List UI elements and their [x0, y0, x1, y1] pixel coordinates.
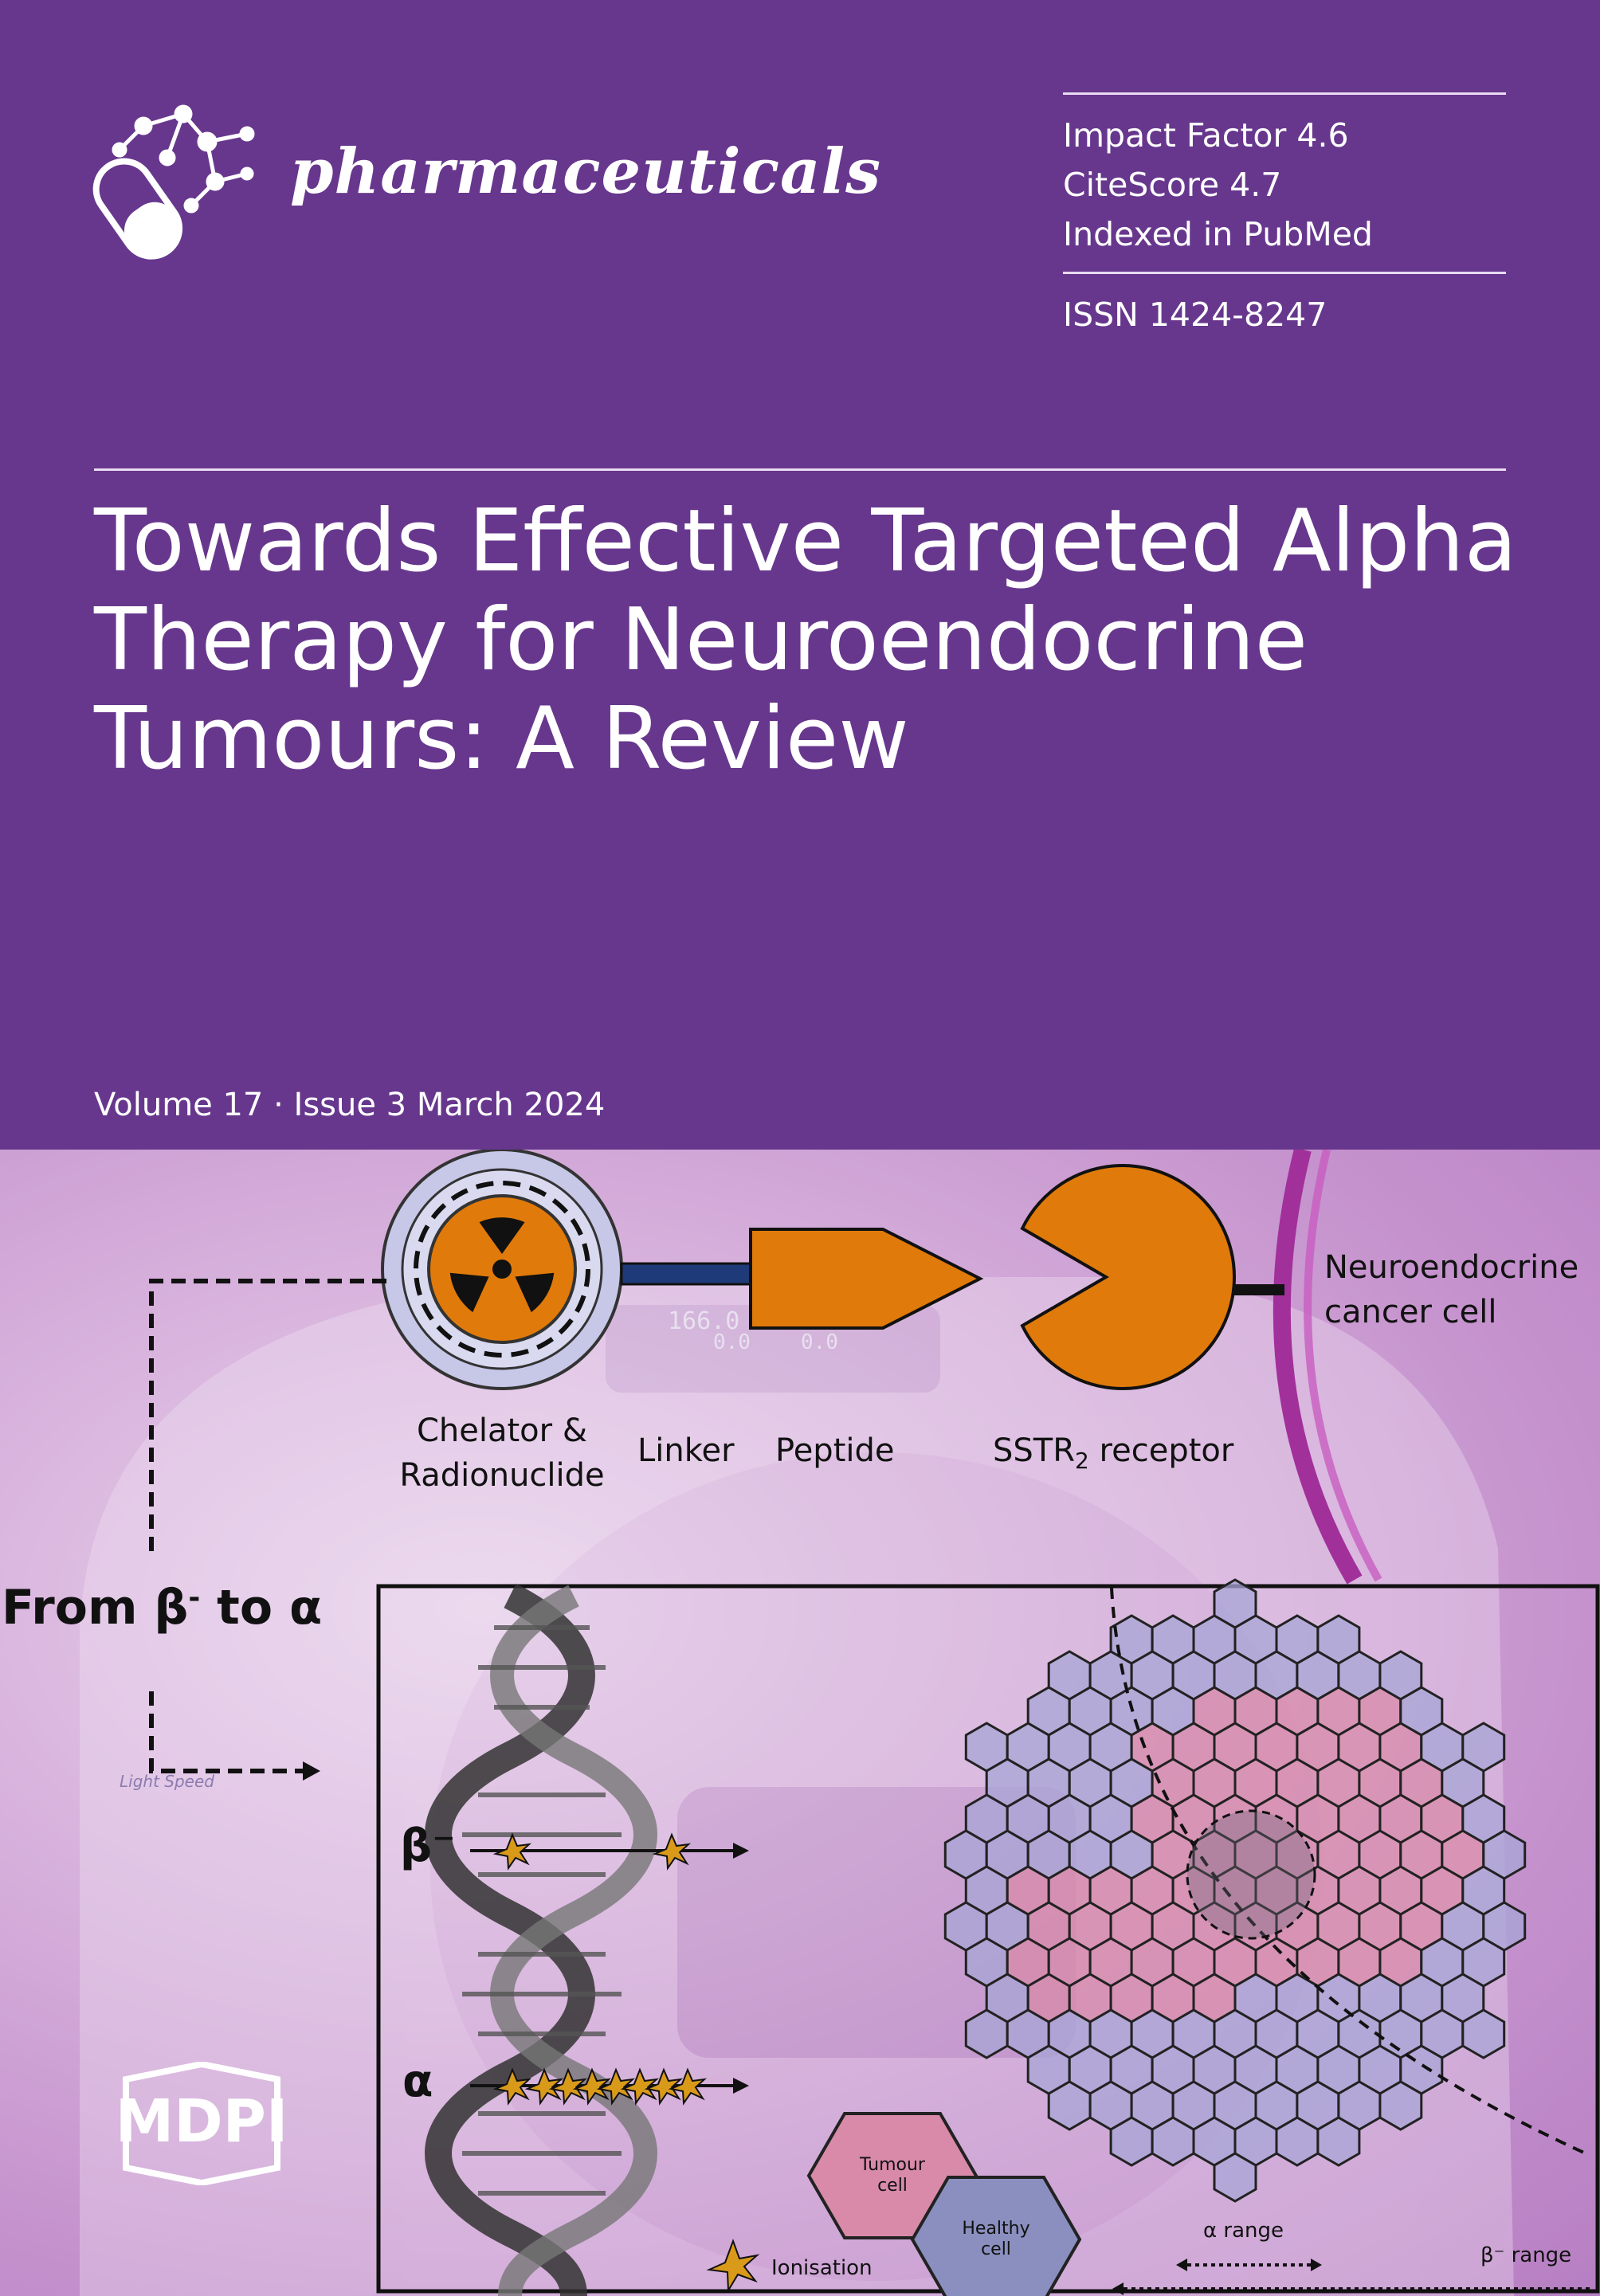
impact-factor: Impact Factor 4.6 — [1063, 116, 1349, 155]
issn: ISSN 1424-8247 — [1063, 296, 1327, 334]
chelator-label: Chelator & Radionuclide — [399, 1412, 605, 1494]
title-line-2: Therapy for Neuroendocrine — [94, 590, 1308, 690]
title-rule — [94, 468, 1506, 471]
healthy-cell-label: Healthy cell — [962, 2219, 1030, 2259]
dashed-connector-bottom — [149, 1691, 303, 1773]
peptide-label: Peptide — [775, 1432, 895, 1469]
hexagon-cell — [1213, 2152, 1257, 2203]
healthy-cell-legend-icon — [910, 2176, 1082, 2296]
scanner-display-2: 0.0 — [713, 1330, 751, 1354]
hexagon-cell — [1275, 2116, 1320, 2167]
beta-ionisation-stars — [492, 1832, 692, 1871]
indexed-in: Indexed in PubMed — [1063, 215, 1373, 253]
linker-label: Linker — [637, 1432, 735, 1469]
title-line-1: Towards Effective Targeted Alpha — [94, 492, 1517, 591]
hexagon-cell — [1109, 2116, 1154, 2167]
metrics-bottom-rule — [1063, 272, 1506, 274]
alpha-range-label: α range — [1203, 2219, 1284, 2243]
beta-label: β⁻ — [400, 1820, 456, 1872]
cancer-cell-label: Neuroendocrine cancer cell — [1324, 1249, 1579, 1330]
alpha-label: α — [402, 2055, 433, 2107]
peptide-shape — [749, 1228, 984, 1330]
hexagon-cell — [1378, 2080, 1423, 2131]
linker-bar — [620, 1262, 752, 1286]
volume-issue: Volume 17 · Issue 3 March 2024 — [94, 1087, 606, 1123]
hexagon-cell — [1047, 2080, 1092, 2131]
cover-header: pharmaceuticals Impact Factor 4.6 CiteSc… — [92, 92, 1576, 1123]
citescore: CiteScore 4.7 — [1063, 166, 1282, 204]
from-beta-to-alpha-label: From β- to α — [2, 1580, 323, 1636]
tumour-cell-label: Tumour cell — [860, 2155, 925, 2196]
hexagon-cell — [1151, 2116, 1195, 2167]
scanner-display-3: 0.0 — [801, 1330, 838, 1354]
alpha-ionisation-stars — [492, 2067, 708, 2106]
cell-membrane — [1273, 1150, 1363, 1585]
title-line-3: Tumours: A Review — [94, 689, 909, 789]
cell-boundary-dashed — [1110, 1587, 1586, 2155]
ionisation-legend-icon — [706, 2239, 760, 2294]
journal-name: pharmaceuticals — [290, 135, 882, 208]
scanner-display-1: 166.0 — [668, 1307, 739, 1335]
radiation-icon — [449, 1217, 555, 1313]
ionisation-label: Ionisation — [771, 2256, 873, 2280]
mdpi-hexagon-icon — [123, 2062, 280, 2185]
figure-graphic: 166.0 0.0 0.0 Light Speed — [80, 1150, 1600, 2296]
hexagon-cell — [1461, 2008, 1506, 2059]
receptor-label: SSTR2 receptor — [993, 1432, 1234, 1474]
dna-helix — [425, 1583, 657, 2296]
alpha-range-circle — [1186, 1809, 1316, 1940]
mdpi-logo: MDPI — [116, 2062, 288, 2185]
pharmaceuticals-logo-icon — [92, 104, 255, 260]
dashed-connector-top — [149, 1279, 386, 1556]
beta-range-label: β⁻ range — [1480, 2243, 1572, 2267]
mdpi-wordmark: MDPI — [116, 2087, 288, 2156]
metrics-top-rule — [1063, 92, 1506, 95]
hexagon-cell — [1316, 2116, 1361, 2167]
sstr2-receptor-shape — [1020, 1164, 1236, 1390]
cover-figure: 166.0 0.0 0.0 Light Speed — [0, 1150, 1600, 2296]
article-title: Towards Effective Targeted Alpha Therapy… — [94, 492, 1576, 789]
hexagon-cell-grid — [943, 1578, 1527, 2203]
hexagon-cell — [964, 2008, 1009, 2059]
scanner-brand: Light Speed — [120, 1772, 214, 1791]
